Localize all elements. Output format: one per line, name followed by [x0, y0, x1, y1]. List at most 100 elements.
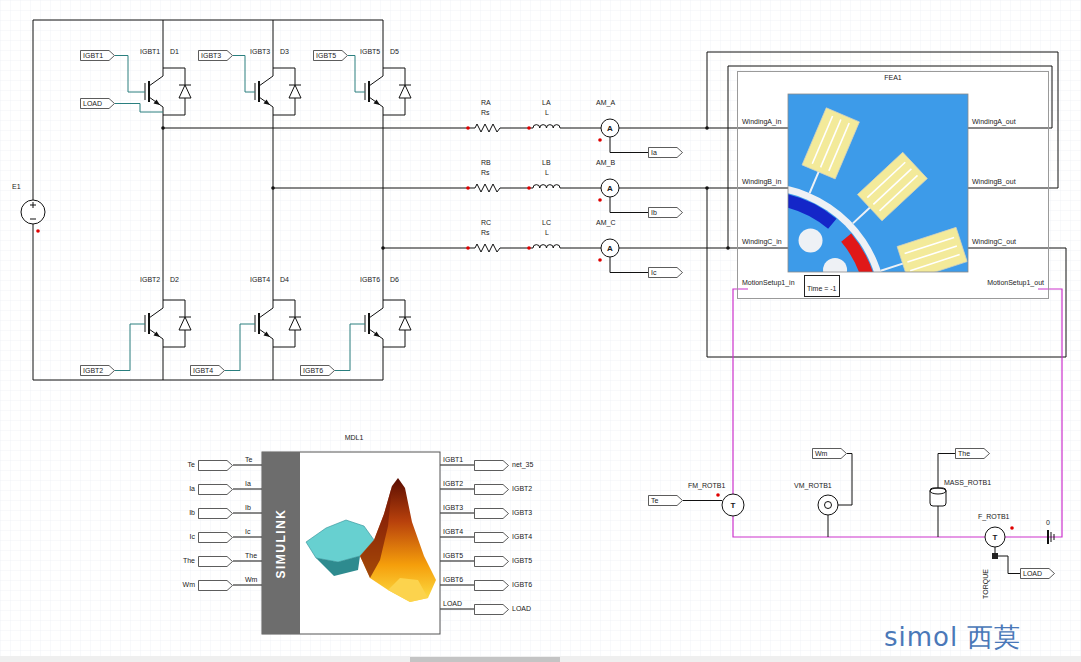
- tag-outline: [813, 449, 847, 459]
- tag-name: IGBT4: [509, 533, 532, 541]
- junction-dot: [271, 186, 275, 190]
- signal-tag: Ic: [648, 267, 683, 278]
- time-display: Time = -1: [804, 275, 840, 297]
- tag-name: Te: [651, 497, 658, 505]
- signal-wire: [683, 500, 722, 501]
- component-label: 0: [1046, 519, 1050, 527]
- output-tag: IGBT3: [474, 508, 532, 519]
- phase-wire: [273, 188, 475, 189]
- diode-symbol: [399, 317, 411, 330]
- tag-name: LOAD: [83, 100, 102, 108]
- input-tag: Ia: [189, 484, 233, 495]
- pin-label: IGBT6: [443, 576, 463, 584]
- coil-stripe: [829, 123, 849, 171]
- tag-body: [198, 532, 233, 543]
- tag-name: Te: [188, 461, 198, 469]
- terminal-marker: [466, 186, 470, 190]
- terminal-marker: [527, 126, 531, 130]
- component-label: D5: [390, 48, 399, 56]
- polarity-mark: [30, 202, 36, 208]
- polarity-mark: [30, 219, 36, 220]
- terminal-marker: [598, 198, 602, 202]
- gate-wire: [225, 324, 255, 371]
- signal-tag: IGBT6: [300, 365, 335, 376]
- slot-opening: [810, 172, 819, 193]
- signal-wire: [610, 197, 648, 213]
- dc-rail: [33, 380, 383, 381]
- signal-connector: [466, 513, 474, 514]
- rotor-hole: [799, 228, 823, 252]
- gate-wire: [335, 324, 365, 371]
- tag-shape: [474, 604, 509, 615]
- tag-outline: [81, 366, 115, 376]
- component-label: RA: [481, 99, 491, 107]
- port-label: WindingA_out: [972, 118, 1016, 126]
- pin-label: IGBT2: [443, 480, 463, 488]
- tag-body: [198, 484, 233, 495]
- signal-connector: [233, 465, 242, 466]
- load-torque-symbol: [985, 527, 1005, 547]
- tag-outline: [191, 366, 225, 376]
- tag-outline: [199, 532, 233, 542]
- signal-tag: The: [955, 448, 990, 459]
- port-label: WindingC_in: [742, 238, 782, 246]
- tag-shape: [198, 532, 233, 543]
- surface-plot: [316, 556, 360, 576]
- diode-symbol: [399, 85, 411, 98]
- output-pin: [440, 513, 466, 514]
- phase-wire: [560, 128, 601, 129]
- signal-tag: LOAD: [80, 98, 115, 109]
- scrollbar-thumb: [410, 657, 560, 662]
- port-label: MotionSetup1_in: [742, 279, 795, 287]
- igbt-symbol: [369, 329, 383, 347]
- scrollbar-track: [0, 656, 1081, 662]
- signal-connector: [233, 561, 242, 562]
- signal-wire: [995, 547, 996, 553]
- terminal-marker: [716, 493, 720, 497]
- tag-body: [198, 460, 233, 471]
- signal-wire: [610, 137, 648, 153]
- signal-connector: [466, 489, 474, 490]
- inductor-symbol: [533, 185, 560, 188]
- tag-outline: [199, 580, 233, 590]
- tag-outline: [475, 532, 509, 542]
- igbt-symbol: [374, 100, 381, 106]
- component-label: L: [545, 169, 549, 177]
- output-pin: [440, 609, 466, 610]
- output-tag: net_35: [474, 460, 533, 471]
- component-label: IGBT6: [360, 276, 380, 284]
- component-label: LA: [542, 99, 551, 107]
- tag-outline: [475, 460, 509, 470]
- resistor-symbol: [475, 244, 500, 252]
- igbt-symbol: [264, 332, 271, 338]
- tag-body: [198, 508, 233, 519]
- igbt-symbol: [259, 97, 273, 115]
- mass-symbol: [930, 488, 946, 506]
- component-label: Rs: [481, 229, 490, 237]
- component-label: D6: [390, 276, 399, 284]
- signal-wire: [610, 257, 648, 273]
- terminal-marker: [598, 138, 602, 142]
- igbt-symbol: [149, 329, 163, 347]
- tag-shape: [474, 556, 509, 567]
- component-label: MASS_ROTB1: [944, 479, 991, 487]
- igbt-symbol: [149, 68, 163, 86]
- pin-label: IGBT5: [443, 552, 463, 560]
- tag-name: Wm: [815, 450, 827, 458]
- magnet-north: [788, 194, 836, 229]
- terminal-marker: [1010, 526, 1014, 530]
- tag-outline: [81, 99, 115, 109]
- component-label: IGBT1: [140, 48, 160, 56]
- coil-stripe: [910, 255, 959, 271]
- pin-square: [992, 553, 998, 559]
- output-pin: [440, 489, 466, 490]
- tag-shape: [198, 580, 233, 591]
- diode-symbol: [289, 85, 301, 98]
- inductor-symbol: [533, 125, 560, 128]
- input-pin: [242, 585, 262, 586]
- junction-dot: [705, 186, 709, 190]
- component-label: D3: [280, 48, 289, 56]
- pin-label: MDL1: [345, 434, 364, 442]
- resistor-symbol: [475, 184, 500, 192]
- component-label: Rs: [481, 109, 490, 117]
